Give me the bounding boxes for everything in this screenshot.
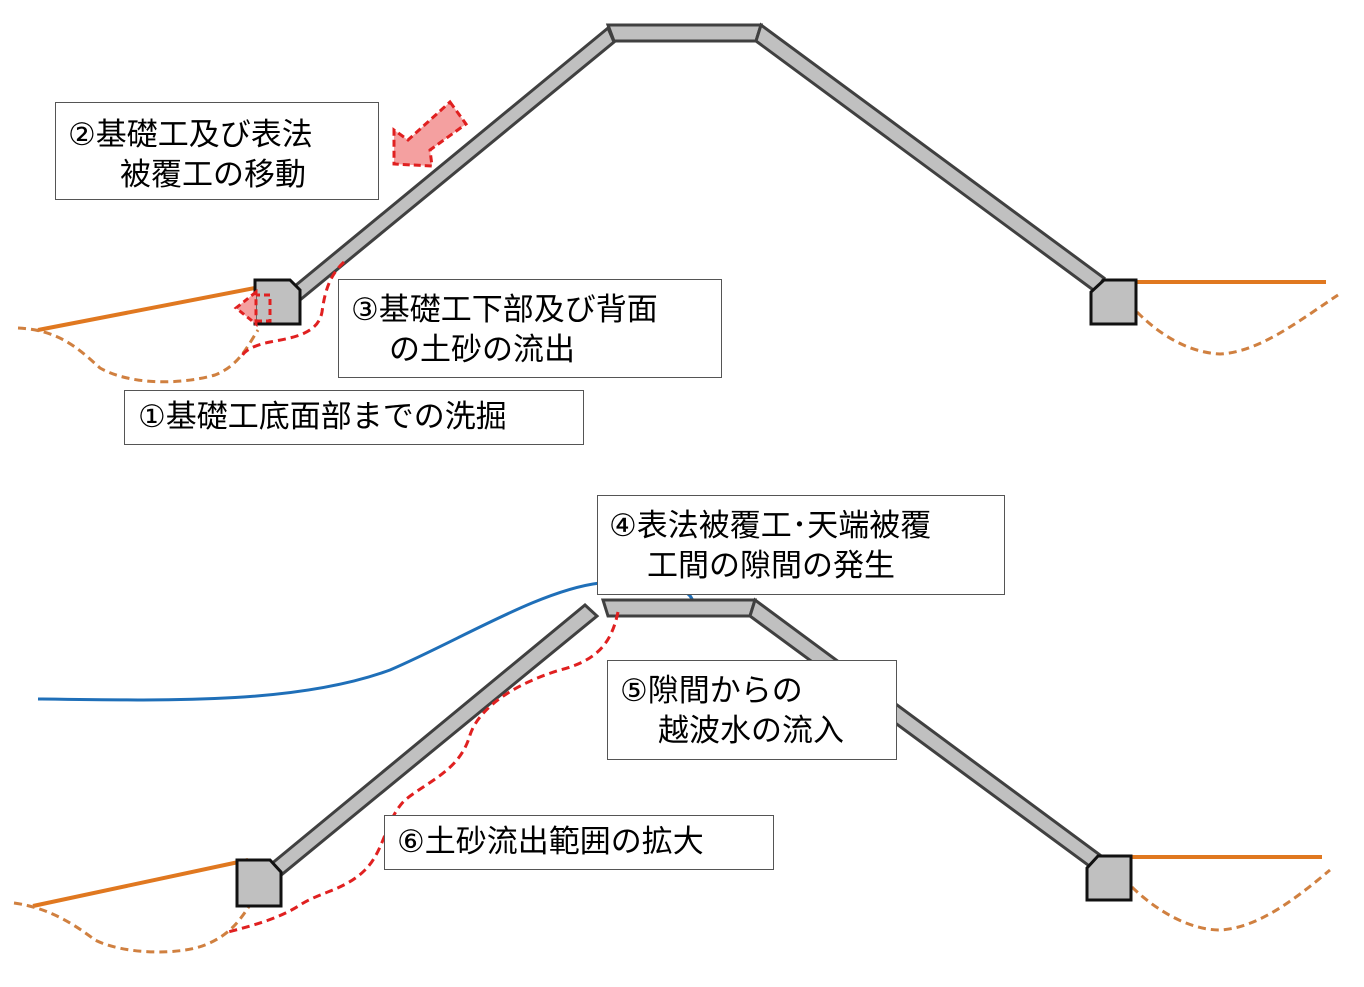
- label-6-text: ⑥土砂流出範囲の拡大: [397, 824, 704, 860]
- label-box-3: ③基礎工下部及び背面 の土砂の流出: [338, 279, 722, 378]
- bottom-landward-scour-dashed: [1130, 868, 1331, 932]
- top-crest-armor: [605, 23, 764, 43]
- label-2-line2: 被覆工の移動: [120, 157, 306, 193]
- label-3-line2: の土砂の流出: [389, 332, 575, 368]
- top-back-slope-armor: [754, 22, 1106, 295]
- top-erosion-dashed: [240, 260, 346, 357]
- label-1-text: ①基礎工底面部までの洗掘: [138, 399, 507, 435]
- label-5-line1: ⑤隙間からの: [620, 673, 803, 709]
- top-levee: [17, 22, 1339, 384]
- bottom-crest-armor: [600, 598, 758, 618]
- bottom-seaward-ground-line: [32, 858, 249, 908]
- slope-movement-arrow: [392, 99, 469, 168]
- label-4-line1: ④表法被覆工･天端被覆: [609, 508, 932, 544]
- label-box-2: ②基礎工及び表法 被覆工の移動: [55, 102, 379, 200]
- bottom-seaward-scour-dashed: [13, 901, 252, 954]
- bottom-seaward-foundation-block: [235, 858, 283, 908]
- label-box-6: ⑥土砂流出範囲の拡大: [384, 815, 774, 870]
- top-seaward-ground-line: [37, 286, 256, 332]
- label-3-line1: ③基礎工下部及び背面: [351, 292, 658, 328]
- block-movement-arrow: [233, 288, 258, 328]
- bottom-landward-foundation-block: [1085, 854, 1133, 902]
- top-landward-scour-dashed: [1135, 293, 1339, 356]
- label-2-line1: ②基礎工及び表法: [68, 117, 313, 153]
- bottom-levee: [13, 579, 1331, 954]
- label-box-4: ④表法被覆工･天端被覆 工間の隙間の発生: [597, 495, 1005, 595]
- label-box-5: ⑤隙間からの 越波水の流入: [607, 660, 897, 760]
- top-seaward-foundation-block: [253, 278, 302, 326]
- top-landward-foundation-block: [1089, 278, 1138, 326]
- label-box-1: ①基礎工底面部までの洗掘: [124, 390, 584, 445]
- bottom-erosion-dashed: [227, 611, 620, 934]
- label-5-line2: 越波水の流入: [658, 713, 844, 749]
- label-4-line2: 工間の隙間の発生: [647, 548, 895, 584]
- top-seaward-scour-dashed: [17, 326, 260, 384]
- overtopping-wave-line: [37, 579, 695, 702]
